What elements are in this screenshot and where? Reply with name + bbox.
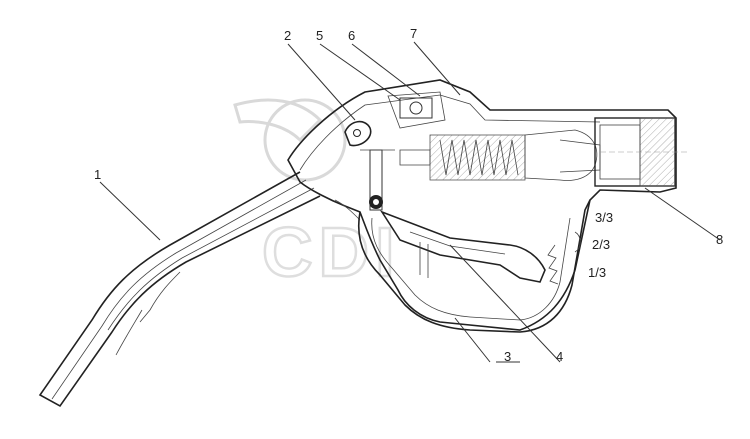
callout-2: 2	[284, 28, 291, 43]
watermark-logo-text: CDI	[262, 213, 401, 291]
callout-3: 3	[504, 349, 511, 364]
trigger-and-guard	[357, 199, 591, 333]
callout-4: 4	[556, 349, 563, 364]
callout-6: 6	[348, 28, 355, 43]
nozzle-body	[287, 79, 690, 331]
callout-1: 1	[94, 167, 101, 182]
callout-7: 7	[410, 26, 417, 41]
watermark-logo: CDI	[233, 98, 401, 292]
callout-5: 5	[316, 28, 323, 43]
callout-labels: 1 2 3 4 5 6 7 8	[94, 26, 723, 364]
trigger-position-1-3: 1/3	[588, 265, 606, 280]
trigger-position-3-3: 3/3	[595, 210, 613, 225]
leader-lines	[99, 41, 721, 363]
callout-8: 8	[716, 232, 723, 247]
spout	[38, 171, 321, 408]
trigger-position-2-3: 2/3	[592, 237, 610, 252]
trigger-position-labels: 3/3 2/3 1/3	[588, 210, 613, 280]
